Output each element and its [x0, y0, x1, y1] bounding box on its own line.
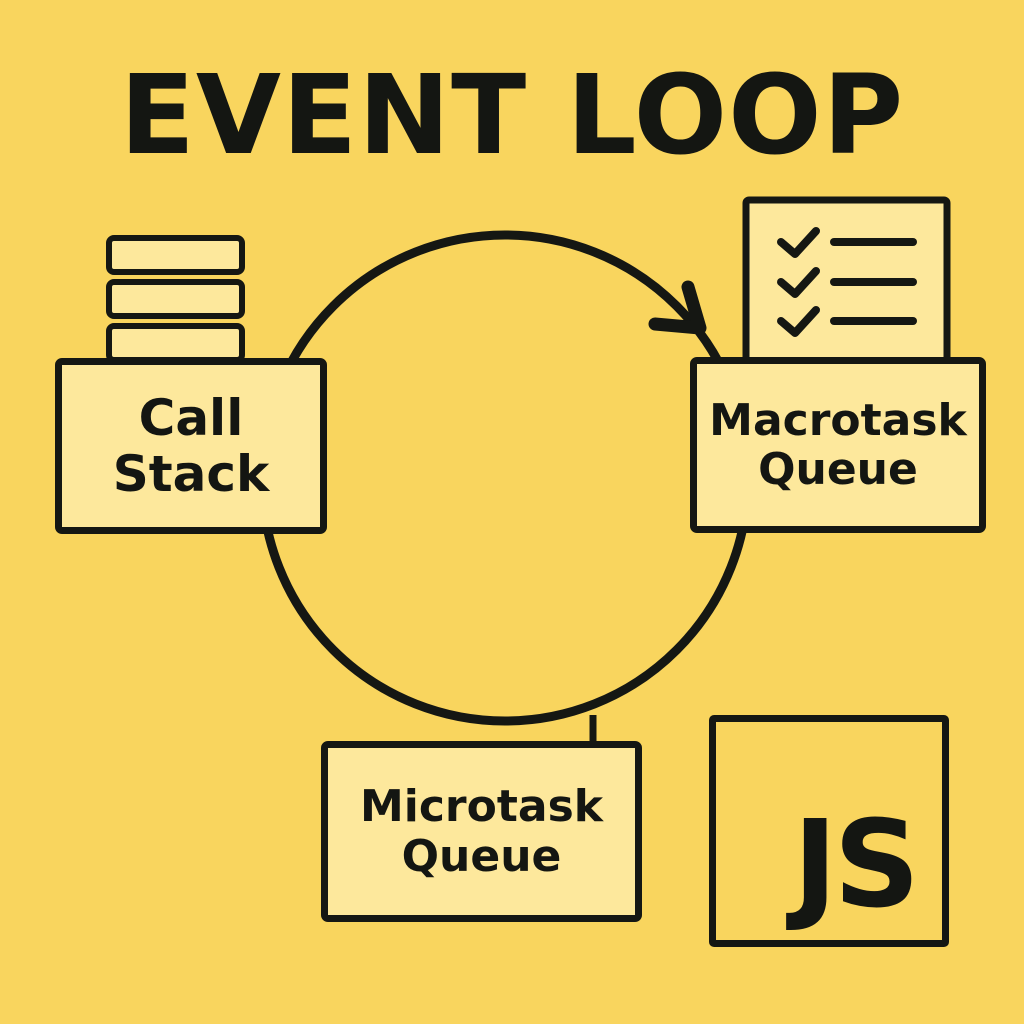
loop-arrow-icon: [648, 280, 707, 335]
js-logo: JS: [709, 715, 949, 947]
microtask-queue-box: Microtask Queue: [321, 741, 642, 922]
call-stack-label-line1: Call: [138, 389, 244, 447]
stack-layers-icon: [106, 235, 245, 363]
call-stack-box: Call Stack: [55, 358, 327, 534]
js-logo-text: JS: [792, 796, 920, 935]
macrotask-queue-box: Macrotask Queue: [690, 357, 986, 533]
macrotask-label-line2: Queue: [758, 444, 918, 495]
checklist-icon: [742, 196, 951, 366]
macrotask-label-line1: Macrotask: [709, 394, 967, 446]
page-title: EVENT LOOP: [119, 51, 905, 179]
loop-circle: [257, 230, 753, 726]
microtask-label-line2: Queue: [401, 830, 562, 882]
microtask-label-line1: Microtask: [359, 781, 604, 833]
call-stack-label-line2: Stack: [112, 445, 270, 503]
